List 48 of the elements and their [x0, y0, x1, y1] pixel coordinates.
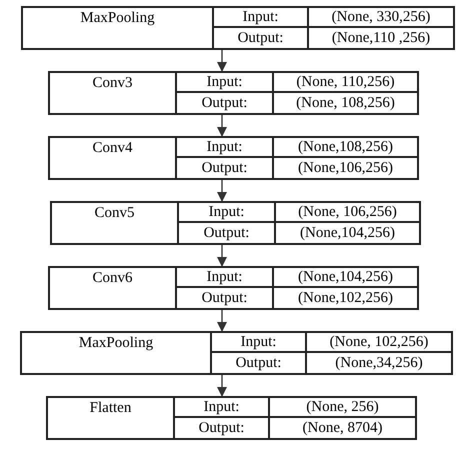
row-label: Output: — [202, 96, 248, 110]
shape-value: (None, 256) — [306, 400, 379, 414]
layer-name: MaxPooling — [80, 11, 155, 28]
layer-table — [21, 6, 455, 50]
row-label: Input: — [240, 334, 276, 350]
layer-name: Conv3 — [92, 76, 132, 93]
arrow — [217, 115, 227, 137]
shape-value: (None, 102,256) — [330, 334, 428, 350]
shape-value: (None,106,256) — [298, 160, 393, 176]
shape-value: (None, 110,256) — [296, 74, 395, 90]
layer-table — [50, 201, 421, 245]
arrow — [217, 375, 227, 397]
layer-table — [48, 266, 419, 310]
row-label: Input: — [206, 74, 242, 90]
shape-value: (None,34,256) — [335, 356, 423, 370]
layer-table — [48, 71, 419, 115]
row-label: Output: — [236, 356, 282, 370]
layer-name: Flatten — [90, 401, 132, 418]
arrow — [217, 245, 227, 267]
layer-table — [48, 136, 419, 180]
shape-value: (None, 106,256) — [298, 204, 397, 220]
layer-table — [20, 331, 453, 375]
layer-name: Conv4 — [92, 141, 132, 158]
row-label: Output: — [202, 160, 248, 176]
arrow — [217, 310, 227, 332]
row-label: Input: — [206, 140, 242, 154]
shape-value: (None,110 ,256) — [332, 30, 430, 46]
row-label: Input: — [208, 204, 244, 220]
shape-value: (None, 108,256) — [296, 96, 395, 110]
shape-value: (None,108,256) — [298, 140, 393, 154]
row-label: Output: — [238, 30, 284, 46]
arrow — [217, 180, 227, 202]
layer-name: Conv6 — [92, 271, 132, 288]
layer-table — [46, 396, 417, 440]
shape-value: (None,102,256) — [298, 290, 393, 306]
shape-value: (None,104,256) — [298, 270, 393, 284]
row-label: Output: — [198, 420, 244, 436]
row-label: Output: — [204, 226, 250, 240]
row-label: Input: — [204, 400, 240, 414]
row-label: Output: — [202, 290, 248, 306]
layer-name: MaxPooling — [78, 336, 154, 353]
shape-value: (None, 330,256) — [332, 10, 430, 24]
row-label: Input: — [242, 10, 278, 24]
layer-name: Conv5 — [94, 206, 134, 223]
row-label: Input: — [206, 270, 242, 284]
shape-value: (None, 8704) — [302, 420, 382, 436]
shape-value: (None,104,256) — [300, 226, 395, 240]
arrow — [217, 50, 227, 72]
